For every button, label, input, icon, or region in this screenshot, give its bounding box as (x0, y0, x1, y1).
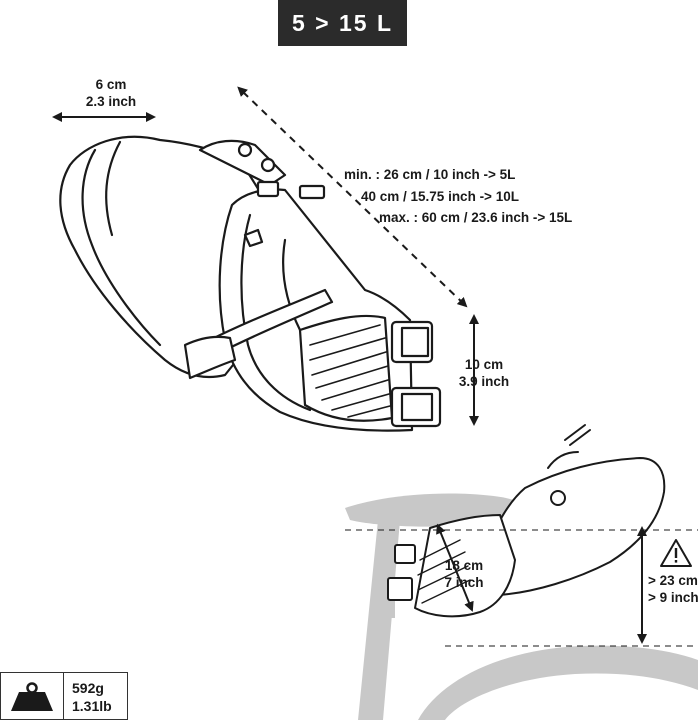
rail-arrow (436, 523, 474, 612)
width-cm: 6 cm (95, 77, 127, 92)
clearance-inch: > 9 inch (648, 590, 698, 605)
clearance-label: > 23 cm > 9 inch (648, 572, 698, 606)
height-inch: 3.9 inch (458, 374, 510, 389)
weight-divider (63, 673, 64, 719)
height-label: 10 cm 3.9 inch (454, 356, 514, 390)
weight-pounds: 1.31lb (72, 698, 112, 714)
weight-values: 592g 1.31lb (72, 679, 112, 715)
clearance-cm: > 23 cm (648, 573, 698, 588)
width-label: 6 cm 2.3 inch (72, 76, 150, 110)
warning-triangle-icon (660, 539, 692, 567)
length-line-2: 40 cm / 15.75 inch -> 10L (361, 189, 519, 204)
weight-box: 592g 1.31lb (0, 672, 128, 720)
rail-cm: 18 cm (444, 558, 484, 573)
height-cm: 10 cm (464, 357, 504, 372)
rail-label: 18 cm 7 inch (438, 557, 490, 591)
length-line-3: max. : 60 cm / 23.6 inch -> 15L (379, 210, 573, 225)
rail-inch: 7 inch (444, 575, 484, 590)
length-line-1: min. : 26 cm / 10 inch -> 5L (344, 167, 516, 182)
weight-grams: 592g (72, 680, 104, 696)
weight-icon (11, 682, 53, 711)
width-inch: 2.3 inch (85, 94, 137, 109)
capacity-title: 5 > 15 L (278, 0, 407, 46)
